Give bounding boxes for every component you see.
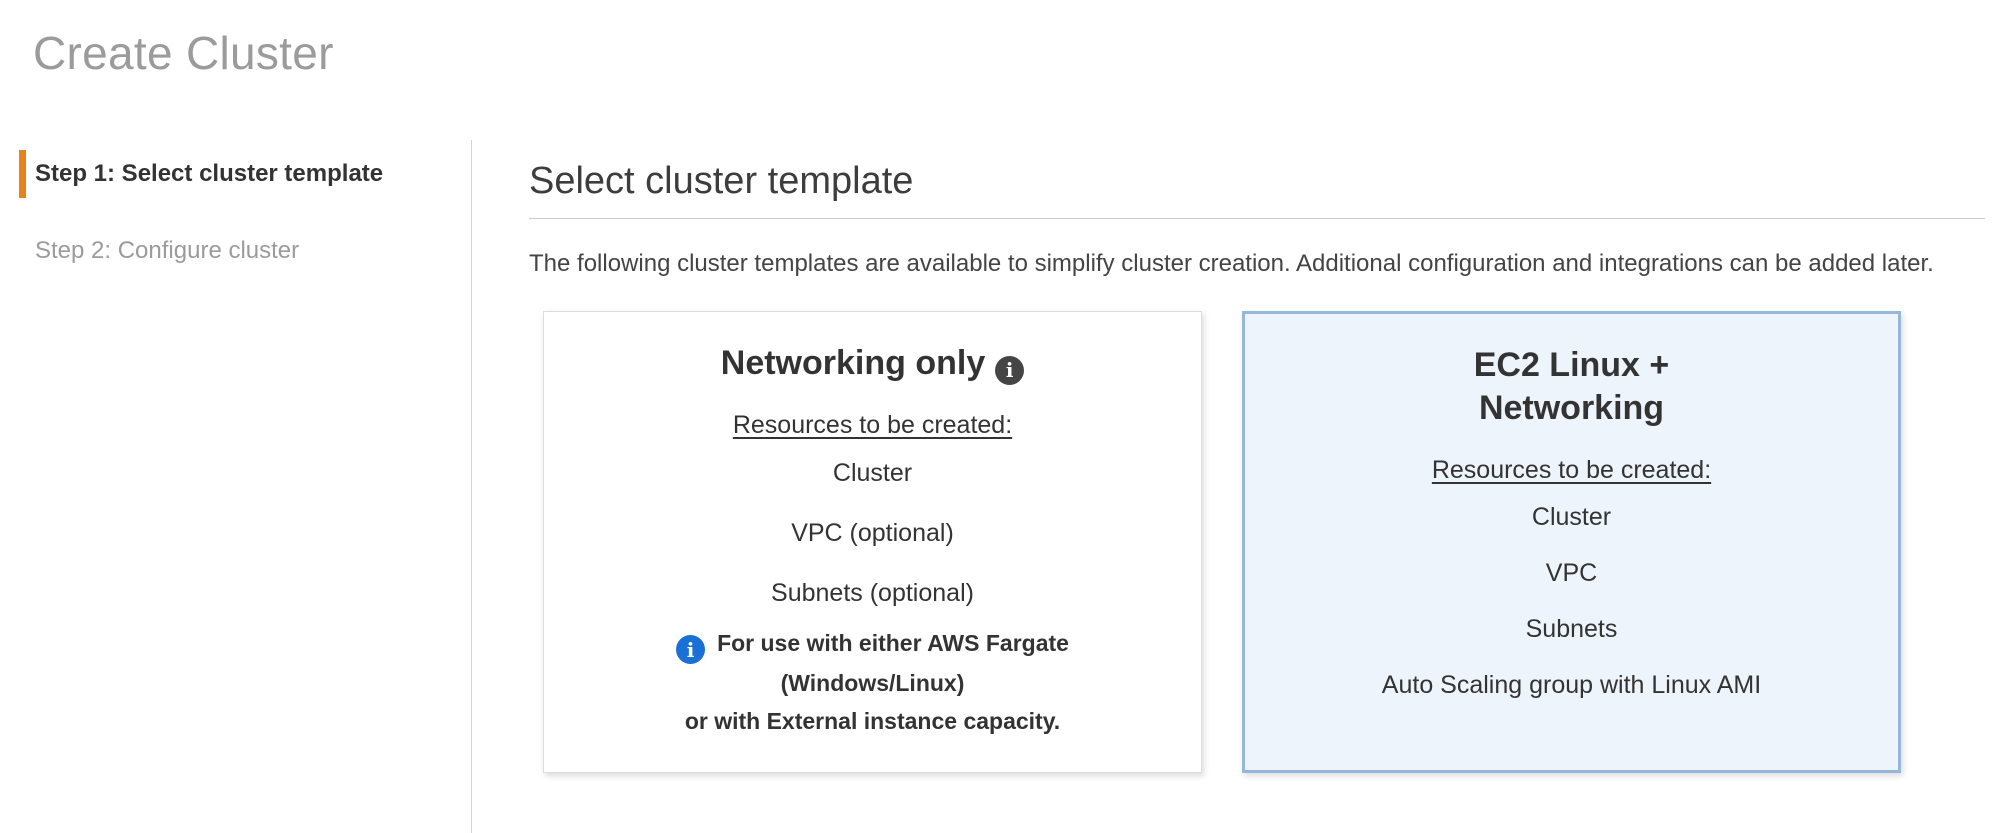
section-heading: Select cluster template — [529, 160, 914, 202]
fargate-note-text1: For use with either AWS Fargate (Windows… — [717, 629, 1069, 697]
card-title-text: Networking only — [720, 344, 986, 382]
main-content: Select cluster template The following cl… — [529, 150, 1985, 773]
resource-item: Cluster — [1531, 503, 1612, 531]
info-icon[interactable]: i — [995, 356, 1025, 385]
resource-item: Auto Scaling group with Linux AMI — [1381, 671, 1762, 699]
resource-item: VPC (optional) — [791, 519, 954, 547]
info-icon[interactable]: i — [676, 635, 706, 664]
card-title: EC2 Linux + Networking — [1474, 344, 1670, 430]
heading-rule — [529, 218, 1985, 219]
section-description: The following cluster templates are avai… — [529, 250, 1934, 277]
template-cards: Networking only i Resources to be created… — [543, 311, 1985, 773]
wizard-steps: Step 1: Select cluster template Step 2: … — [19, 150, 464, 266]
card-title-line1: EC2 Linux + — [1473, 346, 1670, 384]
vertical-divider — [471, 140, 472, 833]
resources-heading: Resources to be created: — [1431, 456, 1712, 484]
fargate-note-line1: i For use with either AWS Fargate (Window… — [584, 624, 1161, 703]
resources-heading: Resources to be created: — [732, 411, 1013, 439]
fargate-note: i For use with either AWS Fargate (Window… — [584, 624, 1161, 741]
resource-item: Cluster — [832, 459, 913, 487]
card-title: Networking only i — [720, 342, 1025, 385]
resource-item: Subnets — [1525, 615, 1618, 643]
page-title: Create Cluster — [33, 27, 334, 79]
fargate-note-line2: or with External instance capacity. — [684, 708, 1061, 734]
resource-item: VPC — [1545, 559, 1598, 587]
step-1-select-cluster-template[interactable]: Step 1: Select cluster template — [19, 150, 464, 198]
step-2-configure-cluster: Step 2: Configure cluster — [35, 237, 300, 264]
template-card-networking-only[interactable]: Networking only i Resources to be created… — [543, 311, 1202, 773]
template-card-ec2-linux-networking[interactable]: EC2 Linux + Networking Resources to be c… — [1242, 311, 1901, 773]
resource-item: Subnets (optional) — [771, 579, 974, 607]
card-title-line2: Networking — [1478, 389, 1665, 427]
